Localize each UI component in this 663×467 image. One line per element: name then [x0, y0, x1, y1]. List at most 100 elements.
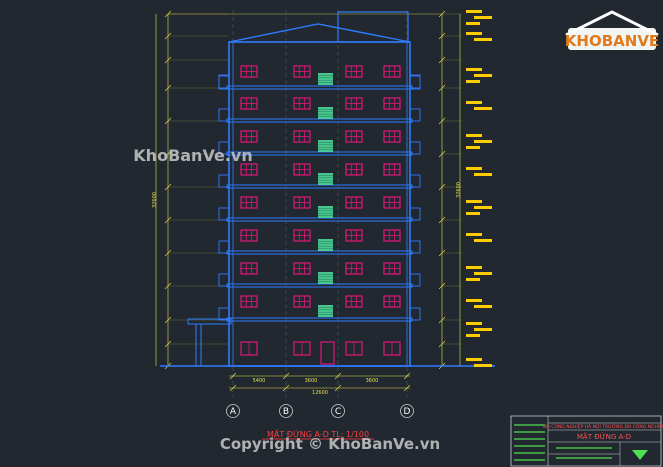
right-total-dim: 32600: [456, 182, 462, 198]
level-tag: [466, 101, 492, 110]
balcony-left: [218, 174, 230, 188]
window: [383, 65, 401, 78]
canopy: [187, 318, 232, 325]
bottom-dim-1: 5400: [253, 378, 266, 384]
floor-slab: [226, 250, 413, 255]
drawing-title: MẶT ĐỨNG A-D TL: 1/100: [267, 428, 369, 440]
window: [293, 295, 311, 308]
window: [293, 341, 311, 356]
axis-bubble: [400, 404, 414, 418]
building-elevation: [160, 11, 495, 367]
stair-window: [318, 73, 333, 85]
balcony-right: [409, 74, 421, 90]
title-block-header: BỘ CÔNG NGHIỆP HÀ NỘI TRƯỜNG ĐH CÔNG NGH…: [543, 422, 663, 430]
balcony-right: [409, 108, 421, 122]
axis-bubble: [226, 404, 240, 418]
bottom-dim-2: 3600: [305, 378, 318, 384]
dim-tick: [403, 384, 411, 392]
balcony-right: [409, 174, 421, 188]
level-tag: [466, 134, 492, 149]
balcony-left: [218, 240, 230, 254]
stair-window: [318, 206, 333, 218]
roof-gable: [228, 23, 411, 43]
dimension-lines: [155, 10, 462, 398]
balcony-right: [409, 141, 421, 155]
axis-label-b: B: [283, 407, 289, 417]
window: [383, 130, 401, 143]
window: [383, 97, 401, 110]
title-block[interactable]: BỘ CÔNG NGHIỆP HÀ NỘI TRƯỜNG ĐH CÔNG NGH…: [510, 415, 663, 467]
window: [240, 130, 258, 143]
balcony-left: [218, 108, 230, 122]
level-tag: [466, 32, 492, 41]
copyright-text: Copyright © KhoBanVe.vn: [220, 435, 440, 453]
window: [345, 65, 363, 78]
watermark-text: KhoBanVe.vn: [133, 146, 252, 165]
axis-label-d: D: [404, 407, 411, 417]
window: [345, 163, 363, 176]
stair-window: [318, 107, 333, 119]
level-tag: [466, 167, 492, 176]
floor-slab: [226, 85, 413, 90]
grid-axes: [226, 404, 414, 418]
bottom-dim-3: 3600: [366, 378, 379, 384]
window: [240, 262, 258, 275]
window: [293, 130, 311, 143]
level-tag: [466, 200, 492, 215]
window: [345, 229, 363, 242]
axis-bubble: [331, 404, 345, 418]
stair-window: [318, 173, 333, 185]
stair-window: [318, 305, 333, 317]
window: [293, 163, 311, 176]
window: [293, 196, 311, 209]
balcony-right: [409, 307, 421, 321]
bottom-total-dim: 12600: [312, 390, 328, 396]
floor-slab: [226, 184, 413, 189]
stair-window: [318, 140, 333, 152]
dim-tick: [334, 384, 342, 392]
left-total-dim: 32600: [152, 192, 158, 208]
window: [293, 97, 311, 110]
facade-outline: [228, 41, 411, 367]
dim-tick: [229, 384, 237, 392]
window: [240, 229, 258, 242]
axis-bubble: [279, 404, 293, 418]
balcony-left: [218, 207, 230, 221]
floor-slab: [226, 317, 413, 322]
balcony-left: [218, 273, 230, 287]
level-tag: [466, 233, 492, 242]
axis-label-a: A: [230, 407, 237, 417]
level-tag: [466, 10, 492, 25]
level-tag: [466, 358, 492, 367]
window: [293, 65, 311, 78]
balcony-right: [409, 240, 421, 254]
logo-triangle-icon: [632, 450, 648, 460]
window: [345, 97, 363, 110]
window: [240, 65, 258, 78]
logo-text: KHOBANVE: [565, 32, 659, 50]
window: [293, 229, 311, 242]
stair-window: [318, 272, 333, 284]
window: [345, 262, 363, 275]
dim-tick: [282, 384, 290, 392]
floor-slab: [226, 151, 413, 156]
axis-label-c: C: [335, 407, 341, 417]
floor-slab: [226, 118, 413, 123]
title-block-sheet: MẶT ĐỨNG A-D: [577, 432, 631, 441]
floor-slab: [226, 217, 413, 222]
window: [345, 196, 363, 209]
window: [240, 196, 258, 209]
window: [383, 341, 401, 356]
entrance-door: [320, 341, 335, 365]
balcony-left: [218, 141, 230, 155]
window: [383, 163, 401, 176]
window: [345, 295, 363, 308]
level-tags: [466, 10, 492, 367]
level-tag: [466, 322, 492, 337]
stair-tower: [337, 11, 409, 43]
level-tag: [466, 299, 492, 308]
balcony-left: [218, 307, 230, 321]
level-tag: [466, 68, 492, 83]
